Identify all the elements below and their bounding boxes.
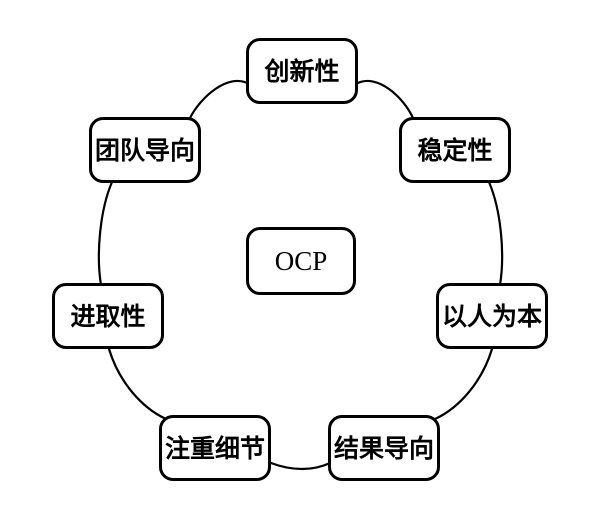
arc-stability-to-people (487, 180, 504, 287)
node-results-oriented[interactable]: 结果导向 (328, 415, 440, 481)
center-node-ocp-label: OCP (274, 245, 328, 276)
center-node-ocp[interactable]: OCP (246, 227, 356, 295)
node-innovation-label: 创新性 (264, 56, 340, 86)
arc-detail-to-results (269, 461, 332, 471)
node-people-oriented[interactable]: 以人为本 (436, 283, 548, 349)
node-attention-detail-label: 注重细节 (164, 433, 265, 463)
node-people-oriented-label: 以人为本 (441, 301, 542, 331)
node-aggressiveness-label: 进取性 (70, 301, 146, 331)
node-innovation[interactable]: 创新性 (246, 38, 358, 104)
node-team-oriented-label: 团队导向 (94, 135, 195, 165)
arc-innovation-to-team (188, 79, 251, 120)
arc-team-to-aggressive (97, 180, 114, 287)
node-attention-detail[interactable]: 注重细节 (159, 415, 271, 481)
node-stability[interactable]: 稳定性 (399, 117, 511, 183)
node-stability-label: 稳定性 (417, 135, 493, 165)
arc-aggressive-to-detail (107, 347, 168, 421)
node-results-oriented-label: 结果导向 (333, 433, 434, 463)
arc-people-to-results (433, 347, 494, 421)
arc-innovation-to-stability (354, 79, 415, 120)
node-aggressiveness[interactable]: 进取性 (52, 283, 164, 349)
node-team-oriented[interactable]: 团队导向 (89, 117, 201, 183)
